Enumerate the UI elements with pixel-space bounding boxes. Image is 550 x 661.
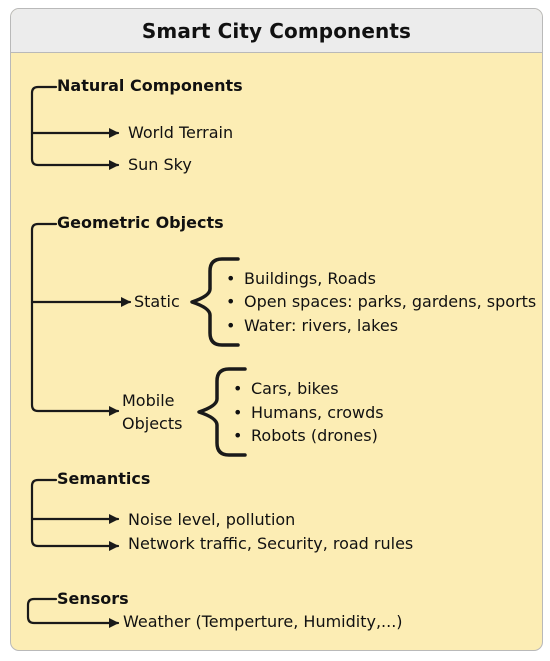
bullet-icon: •: [233, 426, 243, 445]
diagram-panel: Smart City Components: [10, 8, 543, 651]
sun-sky-label: Sun Sky: [128, 155, 192, 174]
semantics-bracket: [30, 478, 120, 551]
mobile-item: •Robots (drones): [233, 426, 378, 445]
geometric-bracket: [30, 222, 120, 416]
bullet-icon: •: [226, 269, 236, 288]
world-terrain-label: World Terrain: [128, 123, 234, 142]
bullet-icon: •: [233, 403, 243, 422]
natural-components-heading: Natural Components: [57, 76, 243, 95]
static-item: •Water: rivers, lakes: [226, 316, 399, 335]
noise-level-label: Noise level, pollution: [128, 510, 296, 529]
mobile-item: •Cars, bikes: [233, 379, 339, 398]
bullet-icon: •: [233, 379, 243, 398]
geometric-objects-heading: Geometric Objects: [57, 213, 224, 232]
bullet-icon: •: [226, 316, 236, 335]
static-label: Static: [134, 292, 180, 311]
static-item: •Open spaces: parks, gardens, sports: [226, 292, 537, 311]
title-bar: Smart City Components: [11, 9, 542, 53]
mobile-label-line1: Mobile: [122, 391, 175, 410]
static-item: •Buildings, Roads: [226, 269, 376, 288]
natural-bracket: [30, 85, 120, 170]
semantics-heading: Semantics: [57, 469, 151, 488]
static-brace: [190, 257, 240, 347]
sensors-heading: Sensors: [57, 589, 129, 608]
sensors-bracket: [26, 597, 120, 628]
mobile-label-line2: Objects: [122, 414, 183, 433]
bullet-icon: •: [226, 292, 236, 311]
network-traffic-label: Network traffic, Security, road rules: [128, 534, 414, 553]
mobile-item: •Humans, crowds: [233, 403, 384, 422]
weather-label: Weather (Temperture, Humidity,...): [123, 612, 403, 631]
diagram-title: Smart City Components: [141, 18, 412, 43]
mobile-brace: [197, 367, 247, 457]
